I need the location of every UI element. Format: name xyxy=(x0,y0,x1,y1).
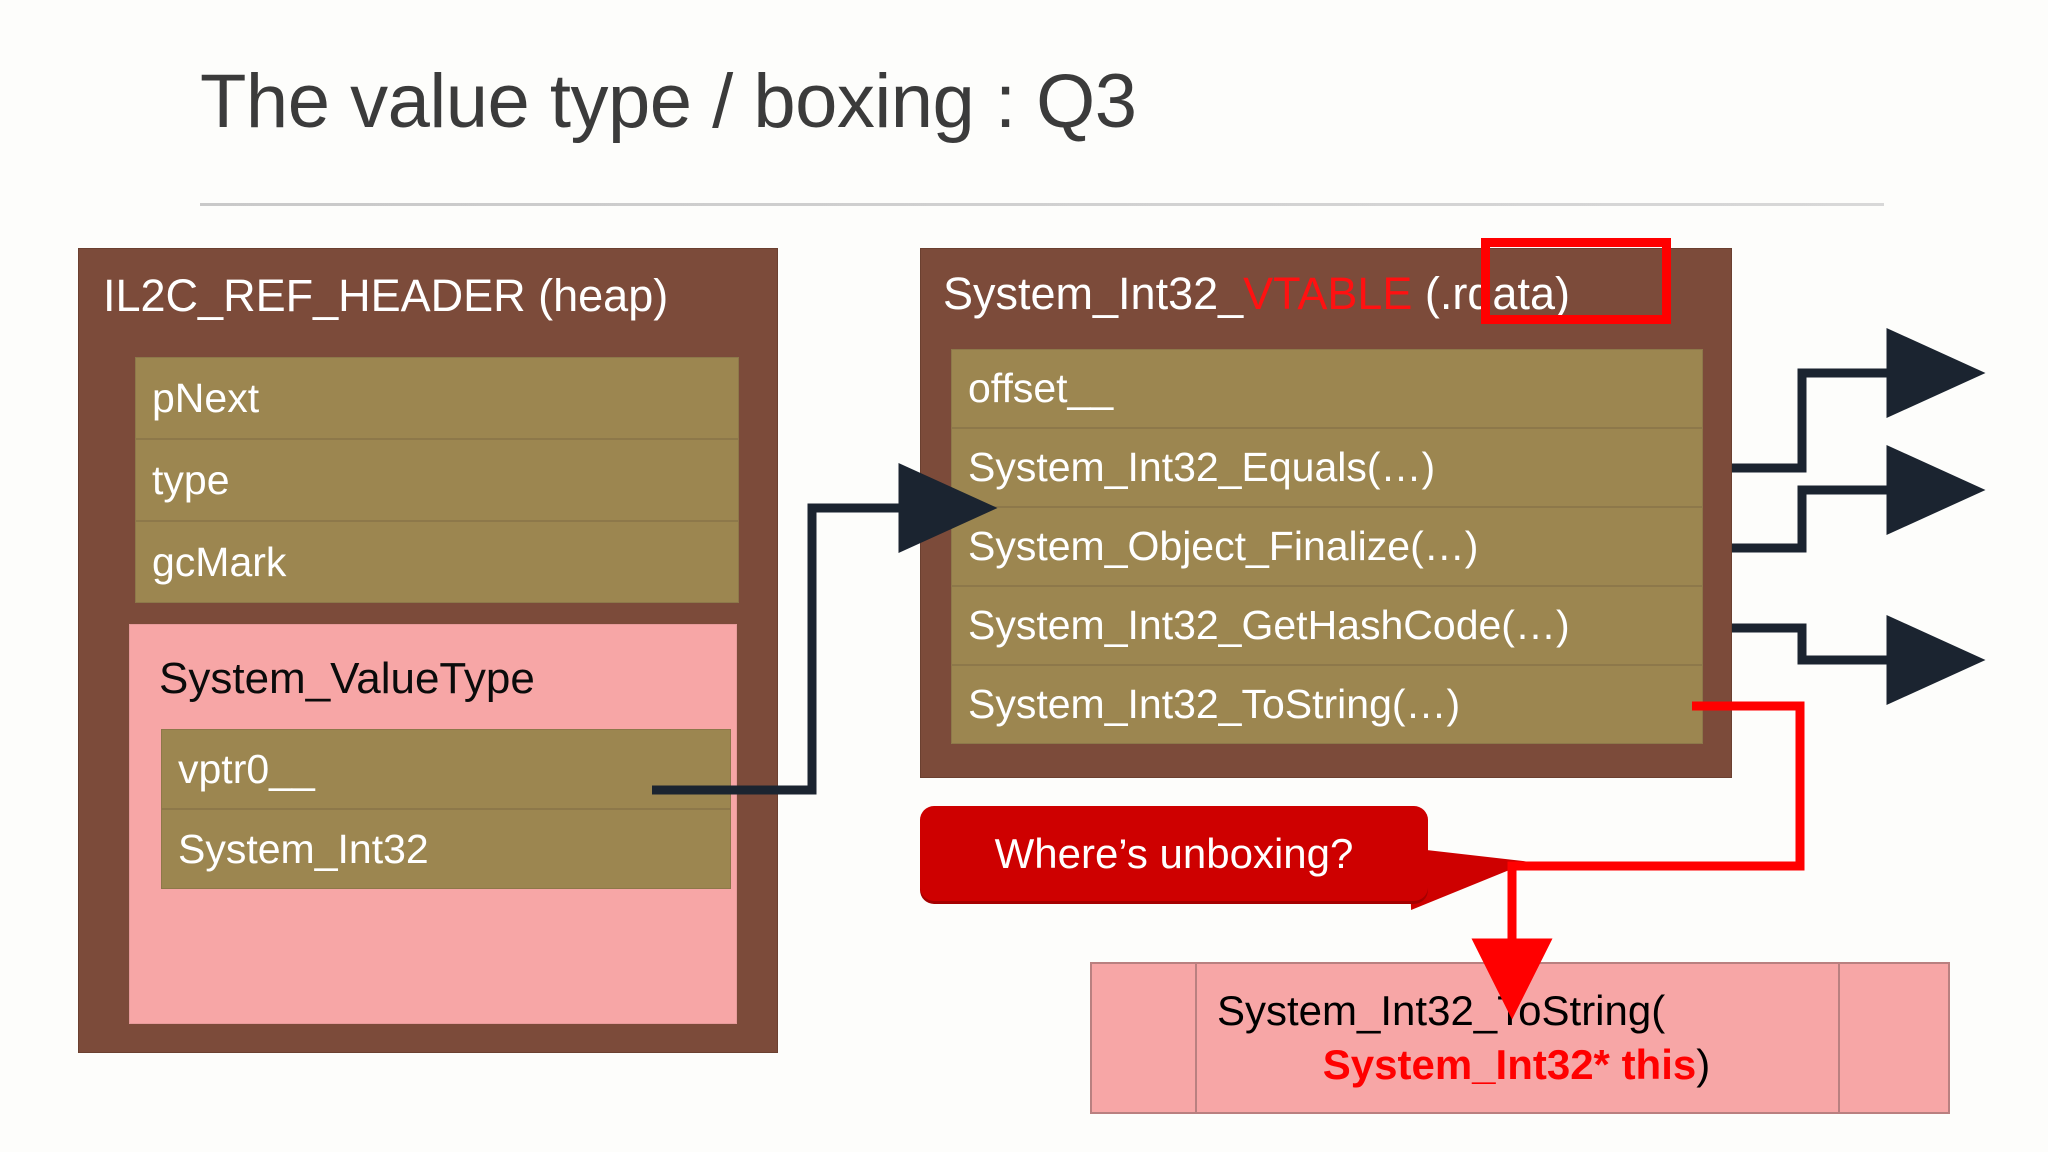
wire-gethashcode-out xyxy=(1732,615,1986,705)
unboxing-callout: Where’s unboxing? xyxy=(920,806,1428,901)
callee-signature-line1: System_Int32_ToString( xyxy=(1217,987,1666,1035)
field-label: pNext xyxy=(152,374,260,421)
field-row-pnext: pNext xyxy=(135,357,739,439)
vtable-entry-label: System_Int32_GetHashCode(…) xyxy=(968,602,1570,648)
unboxing-callout-label: Where’s unboxing? xyxy=(994,829,1354,877)
field-row-system-int32: System_Int32 xyxy=(161,809,731,889)
callee-paren-close: ) xyxy=(1696,1041,1711,1088)
callee-divider-left xyxy=(1195,962,1197,1114)
callee-signature-text: System_Int32_ToString( System_Int32* thi… xyxy=(1195,962,1838,1114)
vtable-box: System_Int32_VTABLE (.rdata) offset__ Sy… xyxy=(920,248,1732,778)
field-label: vptr0__ xyxy=(178,745,315,792)
vtable-entry-label: System_Int32_ToString(…) xyxy=(968,681,1461,727)
value-type-panel-label: System_ValueType xyxy=(159,654,535,703)
vtable-title-prefix: System_Int32_ xyxy=(943,268,1244,319)
vtable-entry-label: System_Int32_Equals(…) xyxy=(968,444,1436,490)
vtable-title-highlight: VTABLE xyxy=(1243,268,1413,319)
heap-header-title: IL2C_REF_HEADER (heap) xyxy=(103,270,669,321)
field-label: gcMark xyxy=(152,538,287,585)
callee-divider-right xyxy=(1838,962,1840,1114)
vtable-entry-gethashcode: System_Int32_GetHashCode(…) xyxy=(951,586,1703,665)
field-row-type: type xyxy=(135,439,739,521)
heap-header-box: IL2C_REF_HEADER (heap) pNext type gcMark… xyxy=(78,248,778,1053)
wire-finalize-out xyxy=(1732,445,1986,553)
rdata-highlight-box xyxy=(1481,238,1671,324)
vtable-entry-label: offset__ xyxy=(968,365,1114,411)
page-title: The value type / boxing : Q3 xyxy=(200,59,1137,144)
vtable-entry-offset: offset__ xyxy=(951,349,1703,428)
vtable-entry-tostring: System_Int32_ToString(…) xyxy=(951,665,1703,744)
vtable-entry-label: System_Object_Finalize(…) xyxy=(968,523,1479,569)
vtable-title-suffix: (.rdata) xyxy=(1412,268,1570,319)
vtable-entry-equals: System_Int32_Equals(…) xyxy=(951,428,1703,507)
title-divider xyxy=(200,203,1884,206)
callee-this-param: System_Int32* this xyxy=(1322,1041,1697,1088)
field-row-vptr0: vptr0__ xyxy=(161,729,731,809)
field-label: System_Int32 xyxy=(178,825,429,872)
wire-equals-out xyxy=(1732,328,1986,473)
callee-signature-line2: System_Int32* this) xyxy=(1323,1038,1711,1092)
field-row-gcmark: gcMark xyxy=(135,521,739,603)
vtable-entry-finalize: System_Object_Finalize(…) xyxy=(951,507,1703,586)
field-label: type xyxy=(152,456,230,503)
vtable-title: System_Int32_VTABLE (.rdata) xyxy=(943,271,1570,316)
